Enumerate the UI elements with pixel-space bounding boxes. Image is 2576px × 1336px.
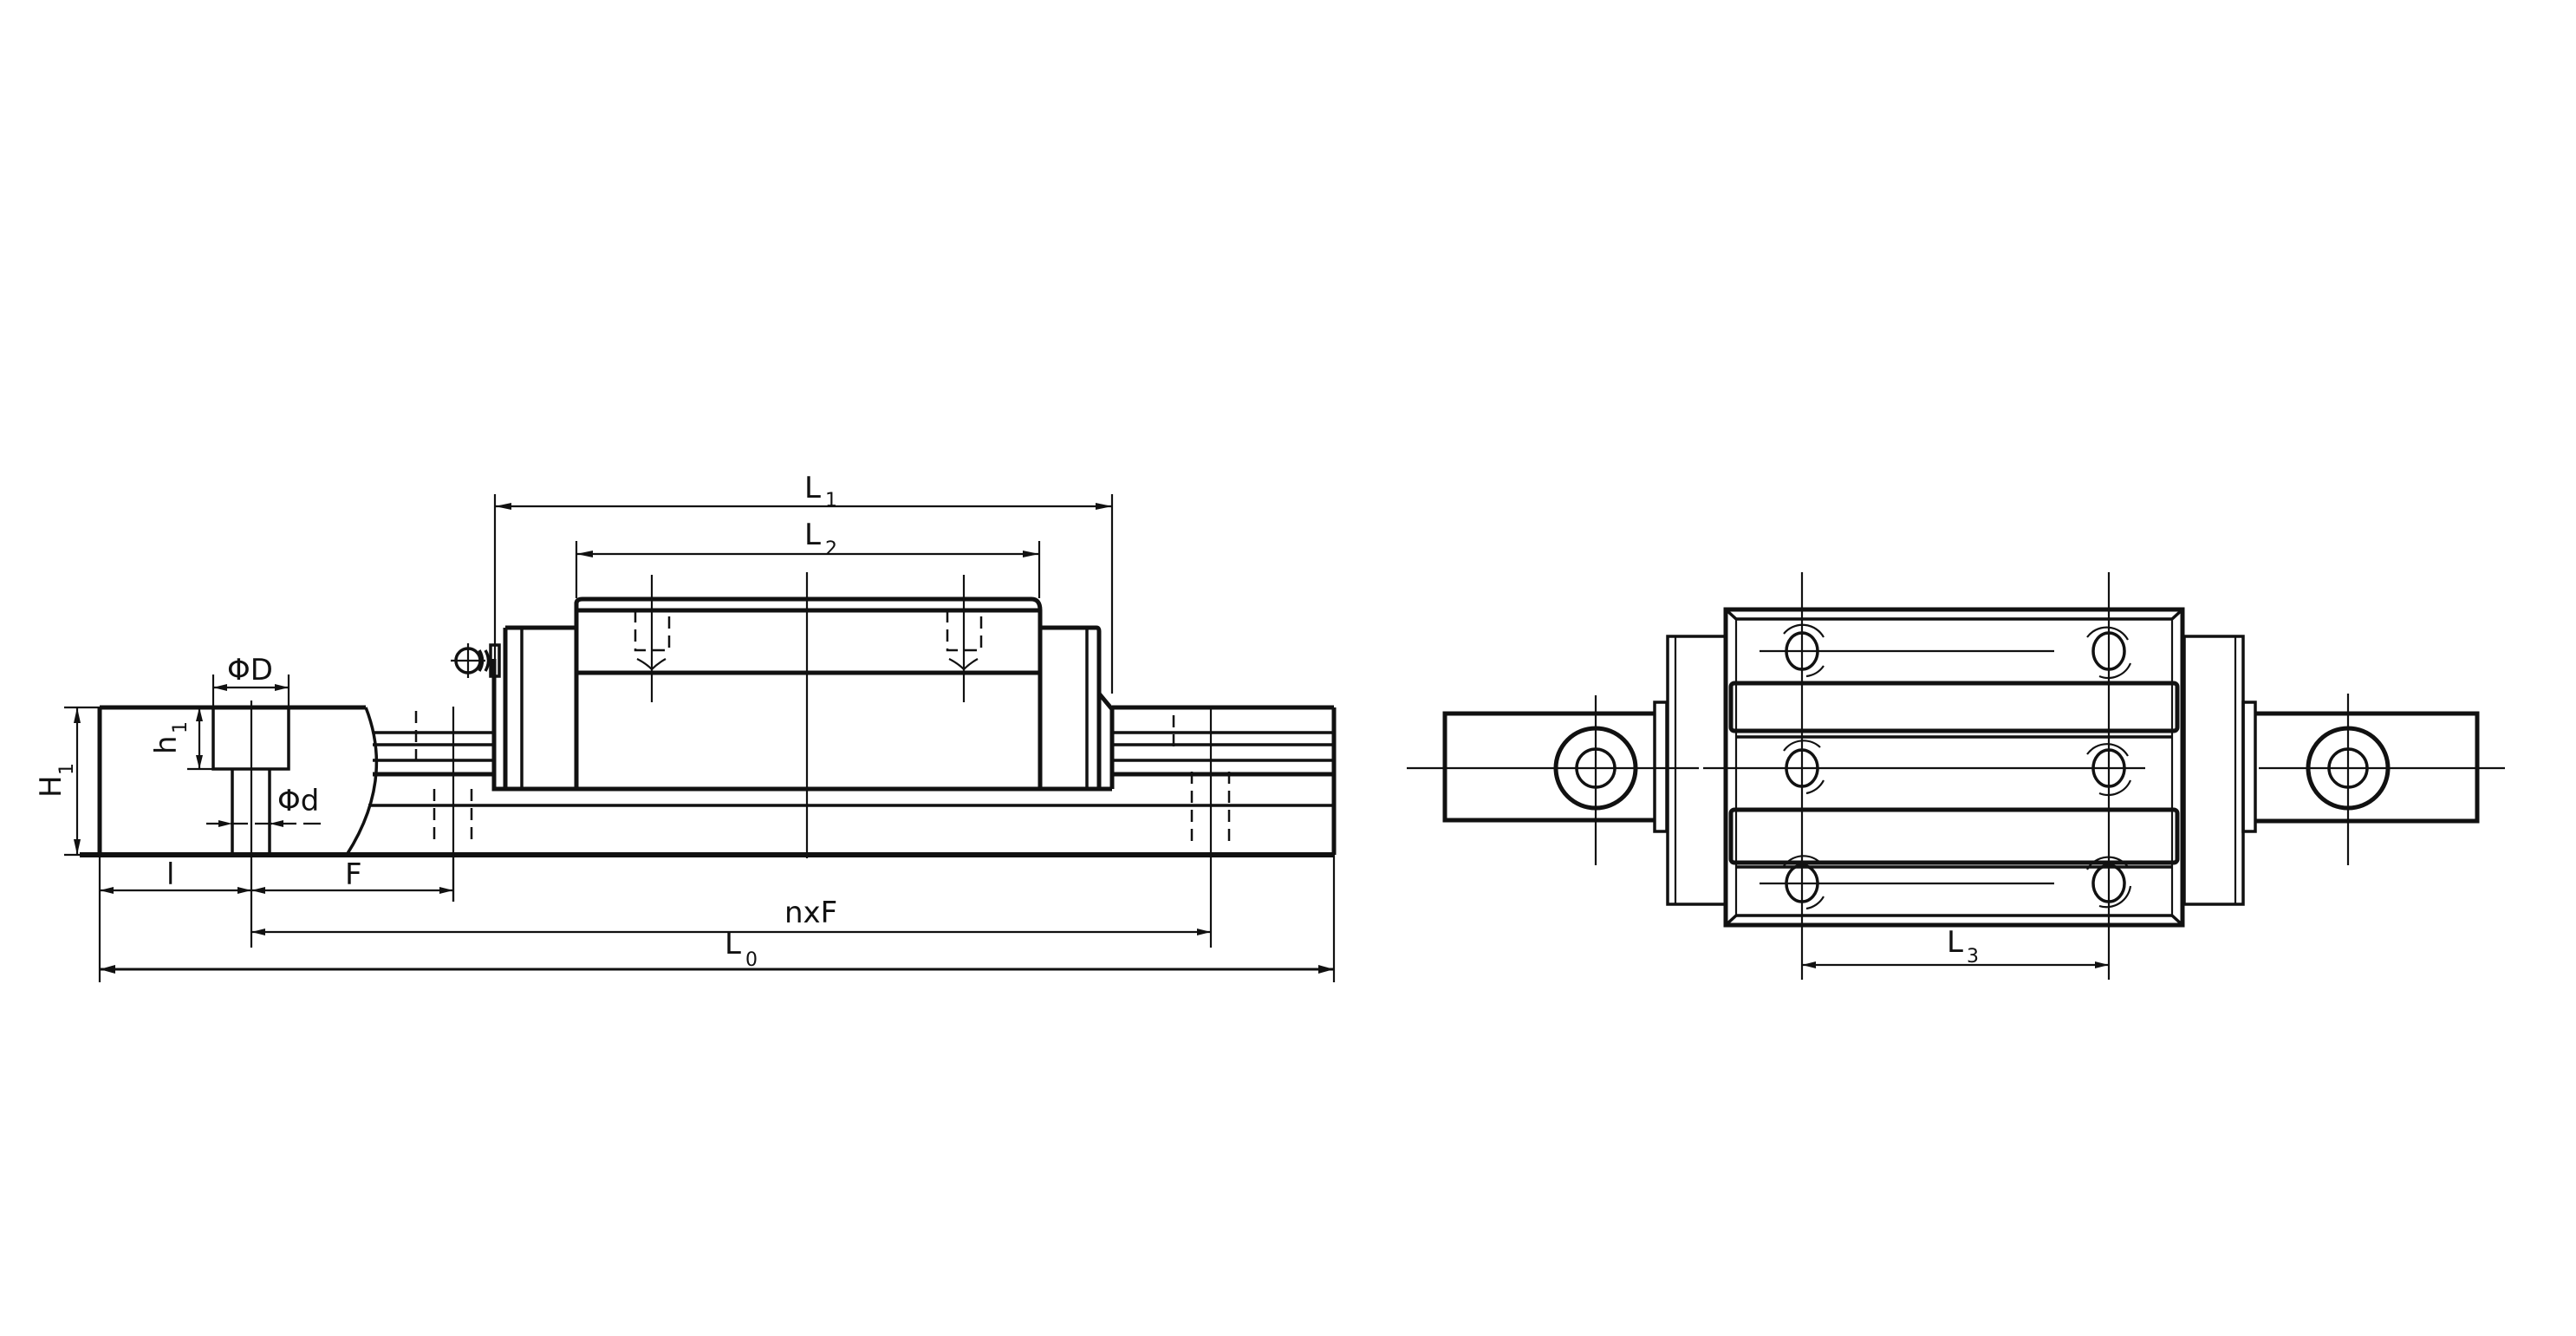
label-L0-sub: 0	[745, 949, 758, 971]
seal-right	[2241, 701, 2257, 833]
dimension-L3: L 3	[1802, 925, 2109, 968]
label-nxF: nxF	[784, 896, 837, 930]
label-L3-main: L	[1947, 925, 1963, 960]
rail-left-stub	[1407, 695, 1699, 865]
dimension-l-F: l F	[98, 855, 455, 982]
dimension-h1: h 1	[149, 707, 213, 771]
label-H1-sub: 1	[56, 763, 78, 775]
label-phid: Φd	[277, 784, 319, 818]
end-plate-right	[2182, 635, 2245, 906]
hole-top-left	[1783, 623, 1825, 678]
label-H1-main: H	[34, 775, 68, 798]
dimension-phiD: ΦD	[211, 653, 290, 707]
dimension-nxF: nxF	[251, 896, 1211, 935]
seal-left	[1653, 701, 1669, 833]
rail-right-stub	[2256, 694, 2505, 865]
counterbore-hole	[211, 701, 290, 948]
dimension-H1: H 1	[34, 706, 100, 857]
tapped-holes	[634, 575, 983, 702]
label-L2-main: L	[804, 518, 821, 552]
label-h1-main: h	[149, 735, 184, 754]
carriage-block-side	[491, 572, 1115, 858]
rail	[80, 705, 1337, 857]
side-view: L 1 L 2 ΦD	[34, 471, 1337, 982]
label-L2-sub: 2	[825, 538, 837, 560]
end-plate-left	[1666, 635, 1727, 906]
hole-middle-left	[1783, 740, 1825, 795]
label-phiD: ΦD	[227, 653, 273, 688]
label-h1-sub: 1	[170, 721, 192, 733]
label-L0-main: L	[725, 927, 741, 961]
hole-top-right	[2086, 626, 2132, 679]
top-view: L 3	[1407, 572, 2505, 980]
hole-bottom-left	[1783, 855, 1825, 910]
hole-middle-right	[2086, 743, 2132, 796]
dimension-phid: Φd	[206, 784, 328, 827]
hole-bottom-right	[2086, 856, 2132, 909]
grease-nipple-icon	[451, 643, 501, 678]
label-L1-sub: 1	[825, 490, 837, 512]
label-l: l	[166, 857, 174, 892]
label-L1-main: L	[804, 471, 821, 505]
dimension-L1: L 1	[493, 471, 1114, 694]
label-F: F	[345, 857, 362, 892]
block-mounting-holes	[1703, 572, 2145, 980]
dimension-L0: L 0	[100, 855, 1336, 982]
label-L3-sub: 3	[1967, 946, 1979, 968]
dimension-L2: L 2	[575, 518, 1041, 598]
